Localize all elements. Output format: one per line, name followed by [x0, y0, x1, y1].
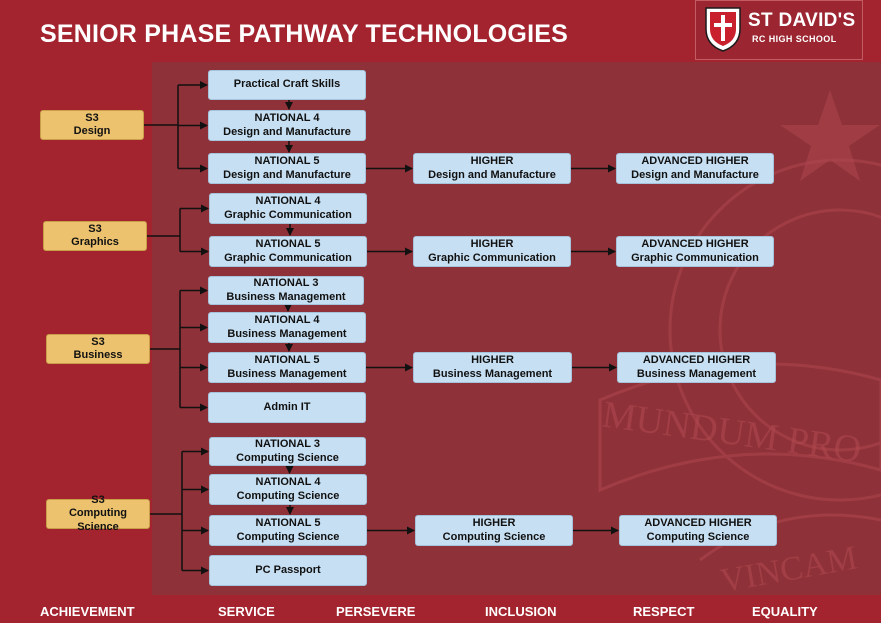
group-4-course-2-line-1: NATIONAL 4	[255, 476, 321, 489]
group-4-course-3-line-2: Computing Science	[236, 530, 340, 543]
group-3-higher-box-line-2: Business Management	[432, 367, 553, 380]
group-1-s3-box-line-2: Design	[73, 125, 111, 137]
group-2-course-1-line-2: Graphic Communication	[224, 208, 352, 221]
group-3-s3-box-line-1: S3	[91, 335, 105, 348]
group-3-course-1-line-2: Business Management	[226, 290, 346, 303]
group-1-advanced-higher-box-line-1: ADVANCED HIGHER	[641, 155, 749, 168]
group-1-higher-box-line-1: HIGHER	[470, 155, 514, 168]
group-4-s3-box-line-1: S3	[91, 494, 105, 507]
group-4-higher-box-line-1: HIGHER	[472, 517, 516, 530]
group-1-course-1: Practical Craft Skills	[208, 70, 366, 100]
group-2-advanced-higher-box-line-2: Graphic Communication	[631, 251, 759, 264]
group-2-course-2-line-1: NATIONAL 5	[255, 238, 321, 251]
group-1-higher-box-line-2: Design and Manufacture	[428, 168, 556, 181]
group-4-course-1-line-1: NATIONAL 3	[255, 438, 320, 451]
value-service: SERVICE	[218, 604, 275, 619]
group-3-higher-box-line-1: HIGHER	[471, 354, 514, 367]
group-4-course-4-line-1: PC Passport	[255, 563, 321, 576]
group-2-higher-box-line-2: Graphic Communication	[428, 251, 556, 264]
group-1-course-2-line-2: Design and Manufacture	[223, 125, 351, 138]
group-3-course-3-line-2: Business Management	[227, 367, 347, 380]
group-3-s3-box-line-2: Business	[73, 349, 123, 361]
group-1-course-3-line-2: Design and Manufacture	[223, 168, 351, 181]
school-name: ST DAVID'S	[748, 10, 856, 31]
school-subtitle: RC HIGH SCHOOL	[752, 34, 837, 44]
group-2-course-2-line-2: Graphic Communication	[224, 251, 352, 264]
group-3-advanced-higher-box-line-1: ADVANCED HIGHER	[642, 354, 751, 367]
group-3-course-4-line-1: Admin IT	[263, 400, 311, 413]
group-3-course-4: Admin IT	[208, 392, 366, 423]
group-4-course-1-line-2: Computing Science	[236, 451, 339, 464]
group-1-course-2-line-1: NATIONAL 4	[254, 112, 320, 125]
group-3-course-1-line-1: NATIONAL 3	[253, 277, 319, 290]
group-3-course-2-line-1: NATIONAL 4	[254, 314, 320, 327]
value-inclusion: INCLUSION	[485, 604, 557, 619]
group-3-course-2-line-2: Business Management	[227, 327, 347, 340]
crest-icon	[705, 7, 741, 52]
group-2-course-1-line-1: NATIONAL 4	[255, 195, 321, 208]
group-3-course-3-line-1: NATIONAL 5	[254, 354, 320, 367]
group-1-course-3-line-1: NATIONAL 5	[254, 155, 320, 168]
group-1-s3-box-line-1: S3	[85, 111, 99, 124]
group-1-course-1-line-1: Practical Craft Skills	[233, 78, 341, 91]
group-2-advanced-higher-box-line-1: ADVANCED HIGHER	[641, 238, 749, 251]
value-respect: RESPECT	[633, 604, 695, 619]
group-4-s3-box-line-2: Computing Science	[68, 507, 128, 533]
group-2-s3-box-line-2: Graphics	[71, 236, 119, 248]
group-4-course-2-line-2: Computing Science	[236, 489, 340, 502]
group-1-advanced-higher-box-line-2: Design and Manufacture	[631, 168, 759, 181]
value-achievement: ACHIEVEMENT	[40, 604, 135, 619]
value-persevere: PERSEVERE	[336, 604, 416, 619]
page-title: SENIOR PHASE PATHWAY TECHNOLOGIES	[40, 20, 568, 48]
group-3-advanced-higher-box-line-2: Business Management	[636, 367, 757, 380]
group-4-advanced-higher-box-line-1: ADVANCED HIGHER	[644, 517, 752, 530]
group-2-s3-box-line-1: S3	[88, 222, 102, 235]
group-4-course-3-line-1: NATIONAL 5	[255, 517, 321, 530]
group-4-course-4: PC Passport	[209, 555, 367, 586]
value-equality: EQUALITY	[752, 604, 818, 619]
group-2-higher-box-line-1: HIGHER	[470, 238, 514, 251]
group-4-higher-box-line-2: Computing Science	[442, 530, 546, 543]
group-4-advanced-higher-box-line-2: Computing Science	[646, 530, 750, 543]
school-logo: ST DAVID'S RC HIGH SCHOOL	[695, 0, 863, 60]
